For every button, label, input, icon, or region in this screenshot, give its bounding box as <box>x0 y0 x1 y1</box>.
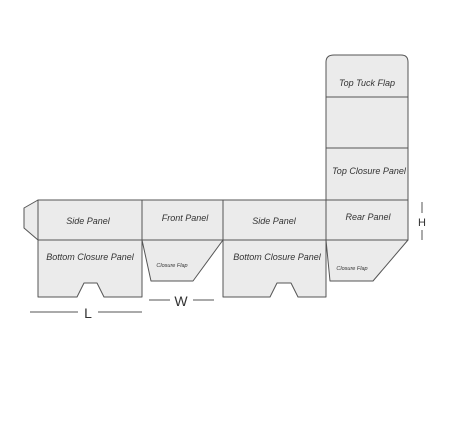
width-dimension-label: W <box>174 293 188 309</box>
front-panel-label: Front Panel <box>162 213 210 223</box>
rear-panel-label: Rear Panel <box>345 212 391 222</box>
height-dimension-label: H <box>418 217 426 229</box>
closure-flap-left-shape <box>141 239 224 282</box>
length-dimension-label: L <box>84 305 92 321</box>
top-closure-panel-label: Top Closure Panel <box>332 166 407 176</box>
closure-flap-right-label: Closure Flap <box>336 266 367 272</box>
bottom-closure-panel-right-label: Bottom Closure Panel <box>233 252 322 262</box>
closure-flap-right-shape <box>325 239 409 282</box>
glue-flap <box>23 199 39 241</box>
side-panel-left-shape <box>37 199 143 298</box>
bottom-closure-panel-left-label: Bottom Closure Panel <box>46 252 135 262</box>
closure-flap-left-label: Closure Flap <box>156 263 187 269</box>
side-panel-left-label: Side Panel <box>66 216 111 226</box>
top-tuck-flap-label: Top Tuck Flap <box>339 78 395 88</box>
side-panel-right-shape <box>222 199 327 298</box>
front-panel-shape <box>141 199 224 241</box>
side-panel-right-label: Side Panel <box>252 216 297 226</box>
